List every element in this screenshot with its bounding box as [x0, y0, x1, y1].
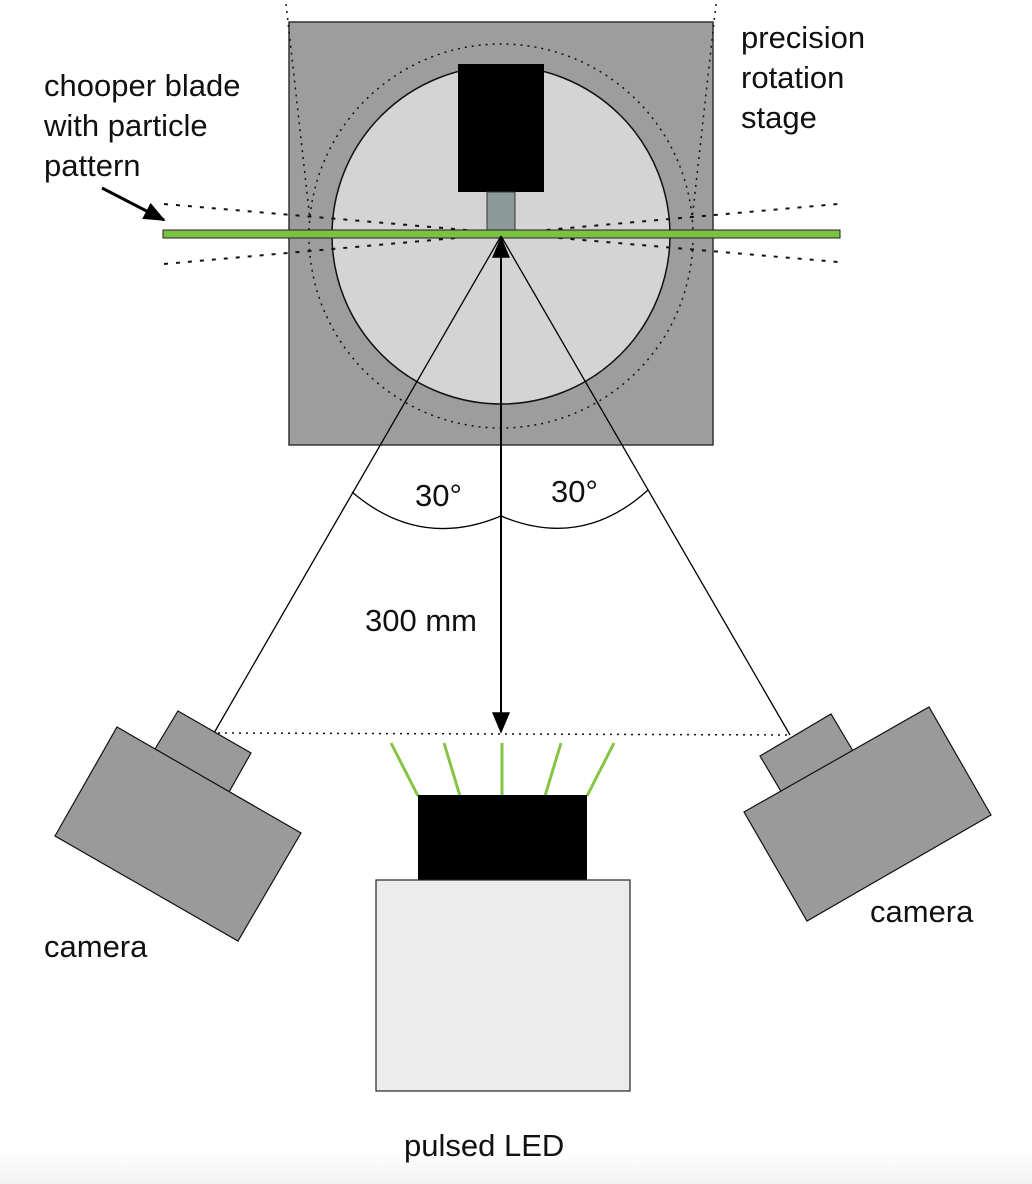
stage-label-line2: rotation — [741, 60, 845, 95]
led-label: pulsed LED — [404, 1128, 565, 1163]
angle-arc-right — [500, 489, 649, 529]
chopper-label-line2: with particle — [44, 108, 208, 143]
camera-baseline — [217, 732, 791, 736]
camera-left — [54, 710, 302, 942]
motor-shaft — [486, 191, 516, 233]
camera-right-body — [743, 706, 992, 922]
camera-left-body — [54, 726, 302, 942]
stage-dotted-edge-right — [691, 3, 717, 221]
stage-label-line3: stage — [741, 100, 817, 135]
camera-right — [743, 706, 992, 922]
camera-right-label: camera — [870, 894, 974, 929]
led-emitter-head — [418, 795, 587, 881]
chopper-label-line1: chooper blade — [44, 68, 241, 103]
angle-label-left: 30° — [415, 478, 462, 513]
bottom-fade — [0, 1150, 1032, 1184]
angle-label-right: 30° — [551, 474, 598, 509]
stage-dotted-edge-left — [285, 3, 311, 221]
stage-label-line1: precision — [741, 20, 866, 55]
distance-label: 300 mm — [365, 603, 477, 638]
chopper-label-line3: pattern — [44, 148, 141, 183]
sight-line-left — [213, 235, 502, 734]
motor-block — [458, 64, 544, 192]
camera-left-label: camera — [44, 929, 148, 964]
led-light-rays — [389, 742, 616, 797]
led-body — [375, 879, 631, 1092]
sight-line-right — [500, 235, 791, 736]
angle-arc-left — [351, 491, 502, 530]
chopper-pointer-arrow — [101, 186, 166, 222]
